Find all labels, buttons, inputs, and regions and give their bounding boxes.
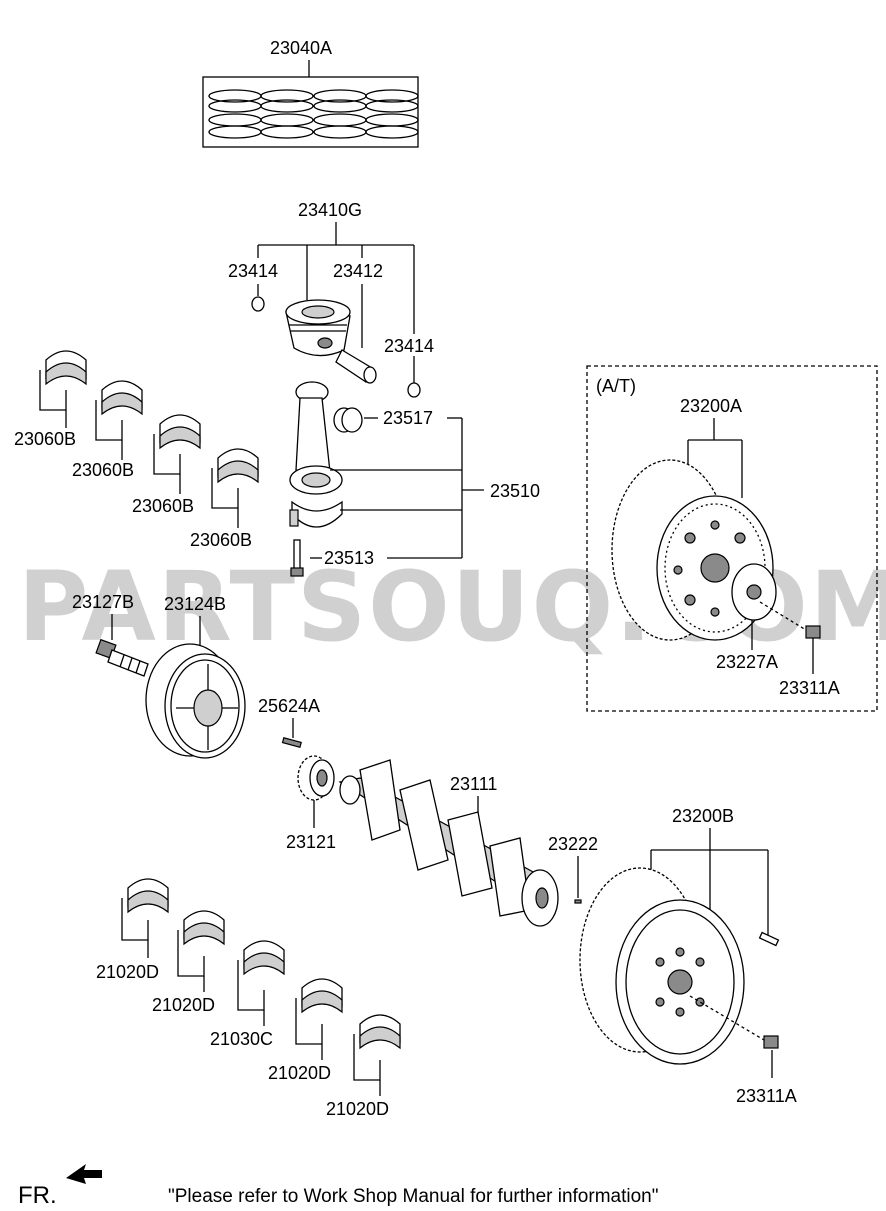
label-23060B-3: 23060B [132, 496, 194, 516]
label-23414-left: 23414 [228, 261, 278, 281]
piston[interactable] [285, 299, 351, 357]
crankshaft[interactable] [338, 759, 559, 927]
crank-sprocket[interactable] [297, 755, 335, 801]
label-23227A: 23227A [716, 652, 778, 672]
flywheel-bolt[interactable] [689, 995, 779, 1049]
piston-ring-set[interactable] [202, 76, 419, 148]
label-23060B-4: 23060B [190, 530, 252, 550]
label-21020D-1: 21020D [96, 962, 159, 982]
woodruff-key[interactable] [281, 737, 302, 748]
label-23412: 23412 [333, 261, 383, 281]
pulley-bolt[interactable] [95, 638, 149, 677]
at-box [586, 365, 878, 712]
footer-note: "Please refer to Work Shop Manual for fu… [168, 1186, 658, 1207]
conrod-bolt[interactable] [290, 539, 304, 577]
front-label: FR. [18, 1182, 57, 1209]
main-bearing-set[interactable] [121, 878, 401, 1096]
damper-pulley[interactable] [145, 643, 246, 759]
label-23060B-2: 23060B [72, 460, 134, 480]
snap-ring-right[interactable] [407, 382, 421, 398]
label-21030C: 21030C [210, 1029, 273, 1049]
drive-plate-bolt[interactable] [759, 601, 821, 639]
label-23040A: 23040A [270, 38, 332, 58]
label-23513: 23513 [324, 548, 374, 568]
adapter-plate[interactable] [731, 563, 777, 621]
label-23127B: 23127B [72, 592, 134, 612]
label-21020D-2: 21020D [152, 995, 215, 1015]
front-arrow-icon [66, 1164, 102, 1184]
at-box-label: (A/T) [596, 376, 636, 396]
label-23311A-top: 23311A [779, 678, 840, 698]
snap-ring-left[interactable] [251, 296, 265, 312]
label-23414-right: 23414 [384, 336, 434, 356]
label-23410G: 23410G [298, 200, 362, 220]
label-23200B: 23200B [672, 806, 734, 826]
connecting-rod[interactable] [289, 381, 343, 495]
dowel-pin[interactable] [574, 899, 582, 904]
label-23311A-bottom: 23311A [736, 1086, 797, 1106]
label-23111: 23111 [450, 774, 497, 794]
label-23200A: 23200A [680, 396, 742, 416]
label-23060B-1: 23060B [14, 429, 76, 449]
label-23510: 23510 [490, 481, 540, 501]
label-23517: 23517 [383, 408, 433, 428]
label-21020D-4: 21020D [326, 1099, 389, 1119]
conrod-cap[interactable] [289, 500, 343, 528]
label-21020D-3: 21020D [268, 1063, 331, 1083]
flywheel-dowel[interactable] [758, 931, 780, 947]
flywheel[interactable] [579, 867, 745, 1065]
label-25624A: 25624A [258, 696, 320, 716]
conrod-bushing[interactable] [333, 407, 363, 433]
label-23121: 23121 [286, 832, 336, 852]
conrod-bearing-set[interactable] [39, 350, 259, 528]
label-23222: 23222 [548, 834, 598, 854]
piston-pin[interactable] [335, 349, 377, 384]
label-23124B: 23124B [164, 594, 226, 614]
